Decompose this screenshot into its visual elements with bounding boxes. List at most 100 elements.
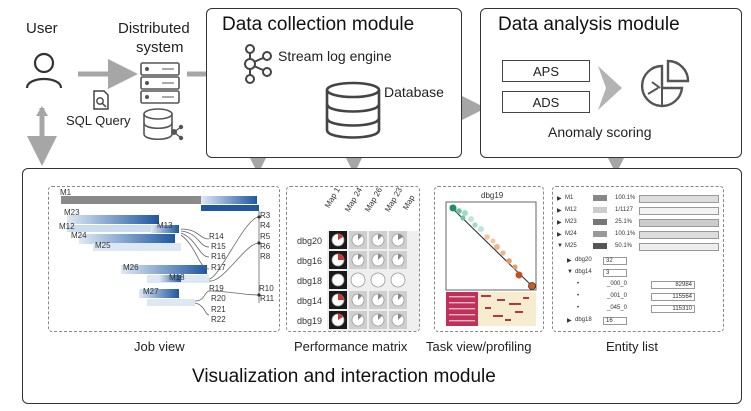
machine-label: M1 [60, 188, 72, 197]
stream-engine-icon [244, 44, 272, 84]
entity-name: M25 [565, 243, 577, 249]
machine-label: M13 [157, 221, 173, 230]
job-view-machine-labels: M1 M23 M12 M24 M25 M13 M26 M18 M27 R3 R4… [49, 187, 279, 331]
entity-row[interactable]: ▶ M24 100.1% [557, 231, 721, 239]
user-label: User [26, 20, 58, 37]
anomaly-scoring-label: Anomaly scoring [548, 124, 652, 140]
data-analysis-title: Data analysis module [498, 14, 680, 35]
user-icon [25, 52, 63, 89]
entity-row[interactable]: ▶ M23 25.1% [557, 219, 721, 227]
entity-name: dbg14 [575, 269, 592, 275]
chevron-right-icon [598, 66, 622, 110]
sql-query-label: SQL Query [66, 113, 131, 128]
matrix-row-label: dbg20 [297, 236, 323, 246]
entity-name: dbg20 [575, 257, 592, 263]
entity-row[interactable]: ▶ dbg18 16 [567, 317, 721, 325]
reduce-label: R4 [260, 221, 271, 230]
matrix-column-header: Map 26 [363, 186, 385, 214]
machine-label: M23 [64, 208, 80, 217]
distributed-system-label-line2: system [136, 39, 184, 56]
aps-box: APS [502, 60, 590, 82]
entity-sparkline [639, 207, 719, 215]
matrix-row-label: dbg14 [297, 296, 323, 306]
entity-value: 50.1% [615, 243, 633, 249]
expand-arrow-icon[interactable]: ▶ [567, 318, 572, 324]
entity-name: M1 [565, 195, 574, 201]
entity-value: 115564 [651, 293, 695, 301]
visualization-title: Visualization and interaction module [192, 366, 496, 387]
collapse-arrow-icon[interactable]: ▼ [557, 243, 563, 249]
data-collection-title: Data collection module [222, 14, 415, 35]
entity-value: 1/1127 [615, 207, 633, 213]
entity-row[interactable]: • _001_0 115564 [577, 293, 721, 301]
expand-arrow-icon[interactable]: ▶ [557, 232, 562, 238]
server-icon [140, 62, 180, 104]
entity-name: dbg18 [575, 317, 592, 323]
expand-arrow-icon[interactable]: ▶ [557, 208, 562, 214]
reduce-label: R15 [211, 242, 226, 251]
entity-value: 115310 [651, 305, 695, 313]
entity-list-panel: ▶ M1 100.1% ▶ M12 1/1127 ▶ M23 25.1% ▶ M… [552, 186, 724, 332]
entity-name: _045_0 [607, 305, 628, 311]
entity-row[interactable]: ▶ M12 1/1127 [557, 207, 721, 215]
entity-bar [593, 207, 607, 213]
bullet-icon: • [577, 281, 580, 287]
entity-value: 25.1% [615, 219, 633, 225]
entity-row[interactable]: ▼ M25 50.1% [557, 243, 721, 251]
entity-name: _000_0 [607, 281, 628, 287]
entity-value: 100.1% [615, 195, 636, 201]
matrix-row-label: dbg18 [297, 276, 323, 286]
matrix-cells [327, 231, 419, 331]
entity-row[interactable]: • _045_0 115310 [577, 305, 721, 313]
task-view-panel: dbg19 [434, 186, 544, 332]
reduce-label: R21 [211, 305, 226, 314]
reduce-label: R22 [211, 315, 226, 324]
entity-row[interactable]: ▶ M1 100.1% [557, 195, 721, 203]
machine-label: M26 [123, 263, 139, 272]
machine-label: M27 [143, 287, 159, 296]
machine-label: M18 [169, 273, 185, 282]
entity-name: M23 [565, 219, 577, 225]
database-network-icon [143, 108, 184, 141]
job-view-panel: M1 M23 M12 M24 M25 M13 M26 M18 M27 R3 R4… [48, 186, 280, 332]
expand-arrow-icon[interactable]: ▶ [567, 258, 572, 264]
entity-value: 32 [603, 257, 627, 265]
performance-matrix-caption: Performance matrix [294, 339, 408, 354]
collapse-arrow-icon[interactable]: ▼ [567, 269, 573, 275]
entity-name: M12 [565, 207, 577, 213]
entity-row[interactable]: ▶ dbg20 32 [567, 257, 721, 265]
matrix-row-labels: dbg20 dbg16 dbg18 dbg14 dbg19 [287, 187, 327, 331]
reduce-label: R11 [260, 294, 275, 303]
expand-arrow-icon[interactable]: ▶ [557, 196, 562, 202]
entity-name: M24 [565, 231, 577, 237]
reduce-label: R6 [260, 242, 271, 251]
stream-log-engine-label: Stream log engine [278, 48, 392, 64]
task-scatter-points [449, 204, 536, 290]
machine-label: M24 [71, 231, 87, 240]
entity-value: 16 [603, 317, 627, 325]
entity-list-caption: Entity list [606, 339, 659, 354]
reduce-label: R14 [209, 232, 224, 241]
database-label: Database [384, 84, 444, 100]
matrix-row-label: dbg19 [297, 316, 323, 326]
entity-name: _001_0 [607, 293, 628, 299]
bullet-icon: • [577, 293, 580, 299]
task-view-scatter [445, 201, 537, 326]
matrix-column-header: Map 24 [343, 186, 365, 214]
entity-sparkline [639, 231, 719, 239]
entity-bar [593, 231, 607, 237]
reduce-label: R8 [260, 252, 271, 261]
entity-list-rows: ▶ M1 100.1% ▶ M12 1/1127 ▶ M23 25.1% ▶ M… [553, 187, 723, 331]
entity-sparkline [639, 195, 719, 203]
matrix-column-header: Map 23 [383, 186, 405, 214]
reduce-label: R17 [211, 263, 226, 272]
entity-bar [593, 195, 607, 201]
entity-value: 82984 [651, 281, 695, 289]
reduce-label: R10 [259, 284, 274, 293]
expand-arrow-icon[interactable]: ▶ [557, 220, 562, 226]
entity-row[interactable]: • _000_0 82984 [577, 281, 721, 289]
entity-row[interactable]: ▼ dbg14 3 [567, 269, 721, 277]
entity-value: 100.1% [615, 231, 636, 237]
reduce-label: R16 [211, 252, 226, 261]
matrix-cell-grid [327, 231, 419, 331]
